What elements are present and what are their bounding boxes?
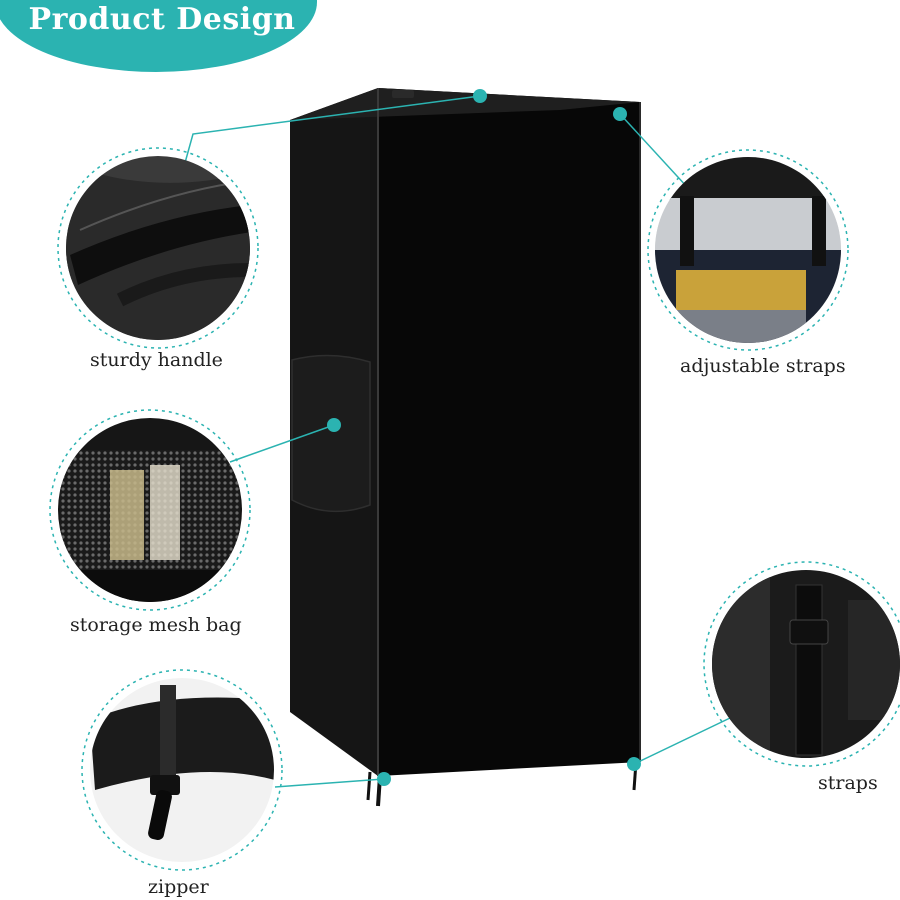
label-adjustable-straps: adjustable straps [680,355,846,377]
label-storage-mesh-bag: storage mesh bag [70,614,242,636]
detail-circle-handle [57,147,259,349]
detail-circle-zipper [81,669,283,871]
detail-circle-straps [703,561,900,767]
refrigerator-cover [290,88,641,807]
callout-dots [327,89,641,786]
label-zipper: zipper [148,876,209,898]
callout-connectors [182,95,731,788]
detail-circle-adjustable-straps [647,149,849,351]
label-straps: straps [818,772,878,794]
page-title: Product Design [28,2,296,37]
label-sturdy-handle: sturdy handle [90,349,223,371]
detail-circle-mesh-bag [49,409,251,611]
